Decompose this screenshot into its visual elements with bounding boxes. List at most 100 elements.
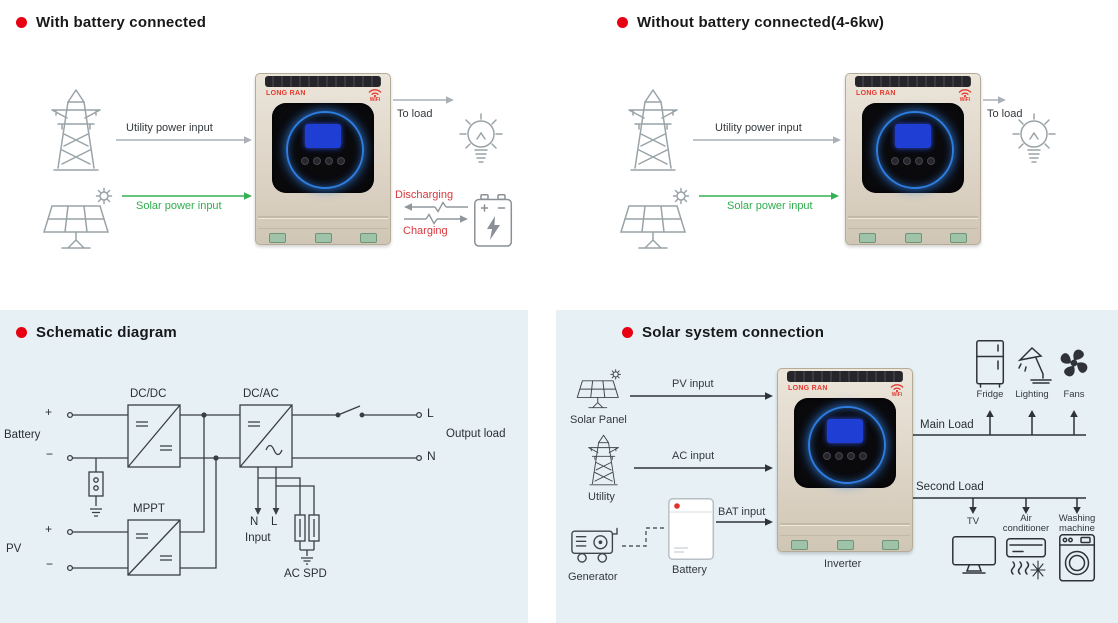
inverter-device: LONG RAN WiFi — [255, 73, 391, 245]
dcac-inverter-box — [239, 404, 293, 468]
without-battery-diagram — [620, 89, 1056, 249]
utility-flow-arrow — [116, 136, 252, 144]
utility-tower-icon — [628, 89, 678, 171]
inverter-lcd — [827, 419, 863, 443]
inverter-lcd — [305, 124, 341, 148]
input-n-label: N — [250, 516, 259, 528]
lighting-label: Lighting — [1015, 389, 1049, 400]
main-load-line — [913, 410, 1086, 436]
panel-schematic: Schematic diagram — [0, 310, 528, 623]
inverter-seam — [780, 535, 910, 536]
fans-label: Fans — [1063, 389, 1085, 400]
battery-icon — [474, 194, 513, 247]
spd-ground — [299, 541, 315, 565]
inverter-brand-label: LONG RAN — [266, 90, 306, 97]
air-conditioner-icon — [1006, 538, 1047, 580]
fridge-icon — [976, 340, 1005, 388]
discharging-arrow — [404, 201, 468, 213]
pv-plus: + — [45, 522, 53, 536]
line-l-label: L — [427, 406, 434, 420]
battery-minus: − — [46, 447, 54, 461]
panel-without-battery-header: Without battery connected(4-6kw) — [617, 14, 884, 31]
inverter-buttons — [301, 157, 345, 165]
load-bulb-icon — [1012, 113, 1056, 163]
ac-input-arrow — [634, 464, 773, 472]
ac-input-drops — [257, 467, 277, 509]
air-conditioner-label-line1: Air — [1020, 513, 1032, 524]
solar-input-label: Solar power input — [727, 200, 813, 212]
wifi-label: WiFi — [891, 392, 903, 398]
bullet-icon — [617, 17, 628, 28]
inverter-terminals — [859, 233, 967, 243]
fan-icon — [1060, 349, 1088, 377]
solar-system-drawing — [571, 340, 1096, 582]
sine-symbol — [265, 444, 283, 456]
inverter-brand-label: LONG RAN — [788, 385, 828, 392]
inverter-lcd — [895, 124, 931, 148]
with-battery-diagram — [43, 89, 513, 249]
panel-solar-system: Solar system connection — [556, 310, 1118, 623]
panel-title: Without battery connected(4-6kw) — [637, 14, 885, 31]
inverter-led-ring — [808, 406, 886, 484]
to-load-arrow — [983, 96, 1006, 104]
inverter-seam — [848, 228, 978, 229]
panel-title: With battery connected — [36, 14, 207, 31]
inverter-terminals — [269, 233, 377, 243]
bat-input-label: BAT input — [718, 506, 766, 518]
solar-flow-arrow — [122, 192, 252, 200]
battery-pack-icon — [668, 498, 715, 561]
inverter-vent — [265, 76, 381, 87]
panel-with-battery: With battery connected — [0, 0, 559, 300]
lamp-icon — [1018, 347, 1052, 384]
input-l-label: L — [271, 516, 278, 528]
inverter-seam — [848, 216, 978, 219]
inverter-buttons — [891, 157, 935, 165]
inverter-led-ring — [876, 111, 954, 189]
wifi-icon: WiFi — [368, 88, 382, 103]
schematic-wires — [66, 404, 423, 576]
tv-label: TV — [966, 516, 980, 527]
washing-machine-label-line1: Washing — [1058, 513, 1096, 524]
solar-panel-icon — [576, 369, 621, 409]
wifi-icon: WiFi — [958, 88, 972, 103]
generator-icon — [571, 527, 618, 563]
fridge-label: Fridge — [976, 389, 1004, 400]
inverter-buttons — [823, 452, 867, 460]
solar-flow-arrow — [699, 192, 839, 200]
line-n-label: N — [427, 449, 436, 463]
to-load-label: To load — [397, 108, 433, 120]
bullet-icon — [622, 327, 633, 338]
to-load-arrow — [393, 96, 454, 104]
dcdc-label: DC/DC — [130, 388, 167, 400]
solar-panel-icon — [620, 187, 690, 249]
wifi-icon: WiFi — [890, 383, 904, 398]
air-conditioner-label-line2: conditioner — [1002, 523, 1050, 535]
input-label: Input — [245, 532, 271, 544]
washing-machine-label-line2: machine — [1059, 523, 1095, 535]
solar-panel-icon — [43, 187, 113, 249]
utility-input-label: Utility power input — [715, 122, 802, 134]
generator-label: Generator — [568, 571, 618, 583]
utility-flow-arrow — [693, 136, 841, 144]
battery-label: Battery — [672, 564, 707, 576]
inverter-seam — [258, 228, 388, 229]
pv-label: PV — [6, 543, 22, 555]
utility-label: Utility — [588, 491, 615, 503]
inverter-display — [862, 103, 964, 193]
inverter-vent — [855, 76, 971, 87]
fuse-symbol — [88, 471, 104, 497]
utility-tower-icon — [51, 89, 101, 171]
load-bulb-icon — [459, 113, 503, 163]
pv-input-label: PV input — [672, 378, 714, 390]
second-load-label: Second Load — [916, 481, 984, 493]
to-load-label: To load — [987, 108, 1023, 120]
inverter-device: LONG RAN WiFi — [845, 73, 981, 245]
ac-input-label: AC input — [672, 450, 715, 462]
mppt-label: MPPT — [133, 503, 165, 515]
wifi-label: WiFi — [369, 97, 381, 103]
bullet-icon — [16, 327, 27, 338]
tv-icon — [952, 536, 997, 574]
dcac-label: DC/AC — [243, 388, 279, 400]
pv-minus: − — [46, 557, 54, 571]
